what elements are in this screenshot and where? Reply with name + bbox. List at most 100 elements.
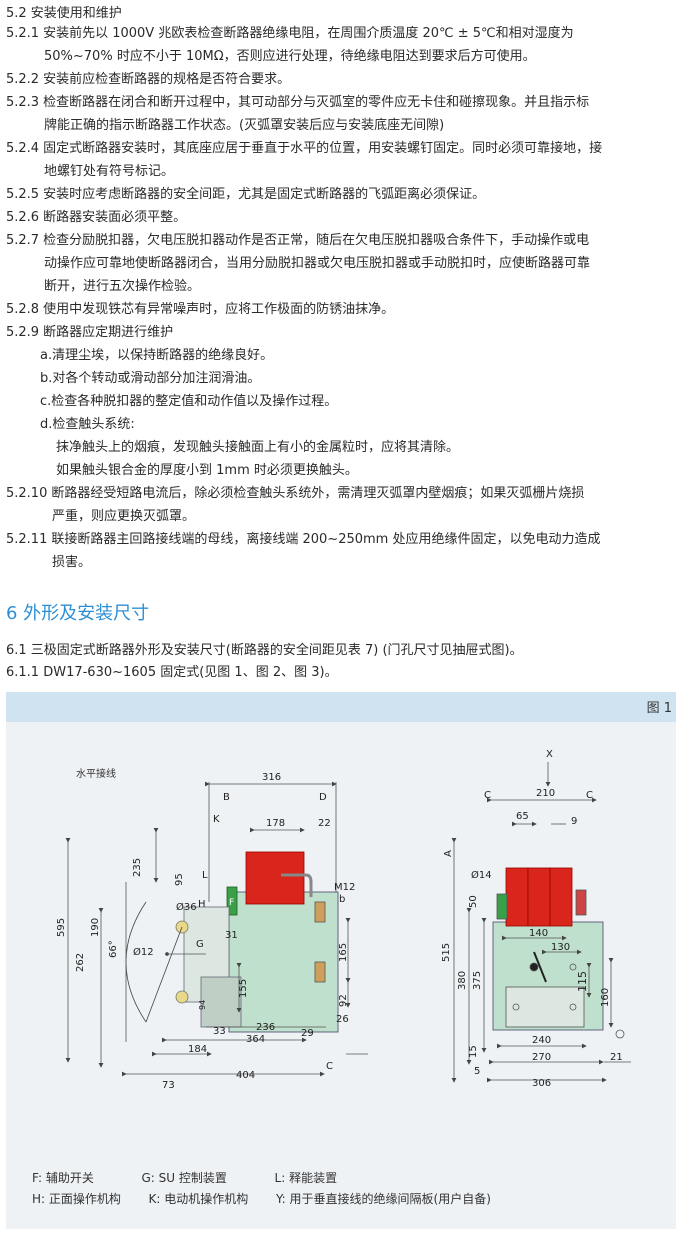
legend-k: K: 电动机操作机构	[148, 1192, 249, 1206]
letter-C: C	[326, 1061, 333, 1072]
dim-130: 130	[551, 942, 570, 953]
item-line: 安装时应考虑断路器的安全间距，尤其是固定式断路器的飞弧距离必须保证。	[43, 187, 486, 202]
dim-404: 404	[236, 1070, 255, 1081]
figure-label: 图 1	[646, 701, 672, 716]
item-line: 断路器应定期进行维护	[43, 325, 174, 340]
dim-d12: Ø12	[133, 946, 154, 958]
aux-switch-green	[226, 886, 238, 916]
dim-66deg: 66°	[108, 940, 119, 958]
dim-31: 31	[225, 930, 238, 941]
dim-9: 9	[571, 816, 577, 827]
item-text-continued: 严重，则应更换灭弧罩。	[52, 507, 195, 526]
dim-270: 270	[532, 1052, 551, 1063]
dim-380: 380	[457, 971, 468, 990]
dim-5: 5	[474, 1066, 480, 1077]
item-line: 安装前应检查断路器的规格是否符合要求。	[43, 72, 291, 87]
dim-262: 262	[75, 953, 86, 972]
dim-d36: Ø36	[176, 901, 197, 913]
section-6-heading: 6 外形及安装尺寸	[6, 603, 150, 624]
right-front-view	[451, 762, 631, 1083]
dim-210: 210	[536, 788, 555, 799]
dim-595: 595	[56, 918, 67, 937]
figure-header-bar: 图 1	[6, 692, 676, 722]
letter-H: H	[198, 899, 206, 910]
paragraph-6-1: 6.1 三极固定式断路器外形及安装尺寸(断路器的安全间距见表 7) (门孔尺寸见…	[6, 643, 523, 658]
item-line: 50%~70% 时应不小于 10MΩ，否则应进行处理，待绝缘电阻达到要求后方可使…	[44, 49, 536, 64]
left-dimension-labels: 316 178 22 B D K L H G C b M12 235 95 59…	[56, 772, 355, 1091]
dim-50: 50	[468, 895, 479, 908]
legend-row-1: F: 辅助开关 G: SU 控制装置 L: 释能装置	[32, 1169, 337, 1186]
item-number: 5.2.9	[6, 325, 40, 340]
dim-155: 155	[238, 979, 249, 998]
item-line: 固定式断路器安装时，其底座应居于垂直于水平的位置，用安装螺钉固定。同时必须可靠接…	[43, 141, 603, 156]
contact-subitem: 抹净触头上的烟痕，发现触头接触面上有小的金属粒时，应将其清除。	[56, 440, 460, 455]
dim-92: 92	[338, 994, 349, 1007]
dim-15: 15	[468, 1045, 479, 1058]
dim-21: 21	[610, 1052, 623, 1063]
dim-364: 364	[246, 1034, 265, 1045]
paragraph-6-1-1: 6.1.1 DW17-630~1605 固定式(见图 1、图 2、图 3)。	[6, 665, 338, 680]
item-line: 地螺钉处有符号标记。	[44, 164, 175, 179]
item-line: 安装前先以 1000V 兆欧表检查断路器绝缘电阻，在周围介质温度 20℃ ± 5…	[43, 26, 574, 41]
letter-A: A	[443, 850, 454, 857]
arc-chute-red	[245, 851, 305, 905]
left-title: 水平接线	[76, 767, 116, 780]
letter-b: b	[339, 894, 345, 905]
legend-f: F: 辅助开关	[32, 1171, 94, 1185]
dim-65: 65	[516, 811, 529, 822]
item-line: 损害。	[52, 555, 92, 570]
item-line: 动操作应可靠地使断路器闭合，当用分励脱扣器或欠电压脱扣器或手动脱扣时，应使断路器…	[44, 256, 591, 271]
letter-K: K	[213, 814, 220, 825]
item-number: 5.2.1	[6, 26, 40, 41]
item-text-continued: 动操作应可靠地使断路器闭合，当用分励脱扣器或欠电压脱扣器或手动脱扣时，应使断路器…	[44, 254, 590, 273]
item-number: 5.2.5	[6, 187, 40, 202]
item-text-continued: 断开，进行五次操作检验。	[44, 277, 200, 296]
item-line: 检查分励脱扣器，欠电压脱扣器动作是否正常，随后在欠电压脱扣器吸合条件下，手动操作…	[43, 233, 590, 248]
legend-l: L: 释能装置	[274, 1171, 338, 1185]
dim-184: 184	[188, 1044, 207, 1055]
contact-subitem: 如果触头银合金的厚度小到 1mm 时必须更换触头。	[56, 463, 358, 478]
letter-B: B	[223, 792, 230, 803]
dim-306: 306	[532, 1078, 551, 1089]
dim-94: 94	[198, 1000, 207, 1010]
letter-F: F	[229, 898, 234, 908]
item-line: 断路器经受短路电流后，除必须检查触头系统外，需清理灭弧罩内壁烟痕；如果灭弧栅片烧…	[51, 486, 585, 501]
letter-C-right: C	[586, 790, 593, 801]
dim-29: 29	[301, 1028, 314, 1039]
item-number: 5.2.2	[6, 72, 40, 87]
dim-240: 240	[532, 1035, 551, 1046]
item-line: 断路器安装面必须平整。	[43, 210, 187, 225]
dim-515: 515	[441, 943, 452, 962]
dim-140: 140	[529, 928, 548, 939]
section-heading: 5.2 安装使用和维护	[6, 6, 122, 21]
item-number: 5.2.8	[6, 302, 40, 317]
dim-33: 33	[213, 1026, 226, 1037]
figure-area: 水平接线 F	[6, 722, 676, 1229]
item-number: 5.2.6	[6, 210, 40, 225]
item-line: 使用中发现铁芯有异常噪声时，应将工作极面的防锈油抹净。	[43, 302, 395, 317]
dim-d14: Ø14	[471, 869, 492, 881]
item-line: 牌能正确的指示断路器工作状态。(灭弧罩安装后应与安装底座无间隙)	[44, 118, 445, 133]
dim-316: 316	[262, 772, 281, 783]
legend-row-2: H: 正面操作机构 K: 电动机操作机构 Y: 用于垂直接线的绝缘间隔板(用户自…	[32, 1190, 491, 1207]
item-line: 断开，进行五次操作检验。	[44, 279, 201, 294]
dim-178: 178	[266, 818, 285, 829]
dim-95: 95	[174, 873, 185, 886]
legend-y: Y: 用于垂直接线的绝缘间隔板(用户自备)	[275, 1192, 491, 1206]
item-text-continued: 地螺钉处有符号标记。	[44, 162, 174, 181]
legend-g: G: SU 控制装置	[141, 1171, 227, 1185]
letter-D: D	[319, 792, 327, 803]
handle-bar	[281, 873, 313, 897]
maintenance-subitem: c.检查各种脱扣器的整定值和动作值以及操作过程。	[40, 394, 338, 409]
letter-G: G	[196, 939, 204, 950]
dim-375: 375	[472, 971, 483, 990]
